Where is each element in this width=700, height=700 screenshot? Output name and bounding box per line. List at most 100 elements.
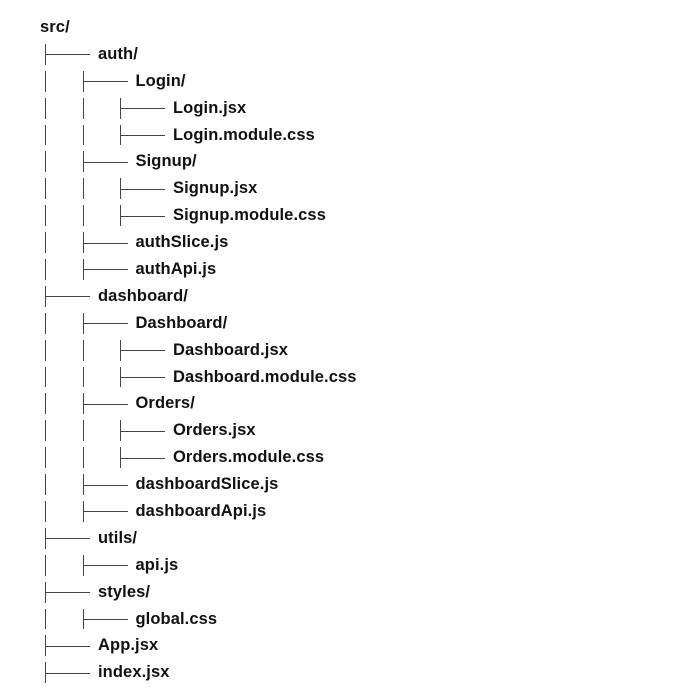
tree-branch-connector-icon bbox=[115, 122, 173, 149]
tree-pipe-line-icon bbox=[78, 444, 116, 471]
tree-item-label: auth/ bbox=[98, 44, 138, 63]
tree-row: api.js bbox=[40, 552, 700, 579]
tree-pipe-line-icon bbox=[40, 229, 78, 256]
tree-branch-connector-icon bbox=[78, 498, 136, 525]
tree-pipe-line-icon bbox=[78, 95, 116, 122]
tree-item-label: styles/ bbox=[98, 582, 151, 601]
tree-branch-connector-icon bbox=[40, 579, 98, 606]
tree-row: Dashboard.jsx bbox=[40, 337, 700, 364]
tree-item-label: Dashboard.jsx bbox=[173, 340, 289, 359]
tree-row: Signup.module.css bbox=[40, 202, 700, 229]
tree-branch-connector-icon bbox=[78, 68, 136, 95]
tree-pipe-line-icon bbox=[40, 337, 78, 364]
tree-item-label: Dashboard.module.css bbox=[173, 367, 357, 386]
tree-item-label: dashboardApi.js bbox=[135, 501, 267, 520]
tree-pipe-line-icon bbox=[78, 175, 116, 202]
tree-pipe-line-icon bbox=[40, 202, 78, 229]
tree-item-label: Dashboard/ bbox=[135, 313, 228, 332]
tree-pipe-line-icon bbox=[40, 148, 78, 175]
tree-branch-connector-icon bbox=[40, 283, 98, 310]
tree-row: auth/ bbox=[40, 41, 700, 68]
tree-branch-connector-icon bbox=[78, 606, 136, 633]
tree-item-label: Login/ bbox=[135, 71, 186, 90]
tree-pipe-line-icon bbox=[78, 364, 116, 391]
tree-row: Orders.jsx bbox=[40, 417, 700, 444]
tree-pipe-line-icon bbox=[40, 175, 78, 202]
tree-row: Orders/ bbox=[40, 390, 700, 417]
tree-row: dashboard/ bbox=[40, 283, 700, 310]
tree-branch-connector-icon bbox=[78, 310, 136, 337]
tree-row: Orders.module.css bbox=[40, 444, 700, 471]
tree-pipe-line-icon bbox=[40, 256, 78, 283]
tree-pipe-line-icon bbox=[40, 310, 78, 337]
tree-branch-connector-icon bbox=[115, 444, 173, 471]
tree-branch-connector-icon bbox=[115, 175, 173, 202]
tree-pipe-line-icon bbox=[40, 417, 78, 444]
tree-pipe-line-icon bbox=[40, 95, 78, 122]
tree-row: dashboardSlice.js bbox=[40, 471, 700, 498]
tree-item-label: Signup.jsx bbox=[173, 179, 258, 198]
tree-pipe-line-icon bbox=[40, 552, 78, 579]
tree-row: Signup/ bbox=[40, 148, 700, 175]
tree-pipe-line-icon bbox=[40, 471, 78, 498]
tree-row: Dashboard.module.css bbox=[40, 364, 700, 391]
tree-item-label: utils/ bbox=[98, 528, 138, 547]
tree-row: App.jsx bbox=[40, 632, 700, 659]
tree-branch-connector-icon bbox=[115, 364, 173, 391]
tree-pipe-line-icon bbox=[78, 202, 116, 229]
tree-item-label: authApi.js bbox=[135, 259, 217, 278]
tree-pipe-line-icon bbox=[78, 122, 116, 149]
tree-item-label: dashboardSlice.js bbox=[135, 475, 279, 494]
tree-pipe-line-icon bbox=[40, 390, 78, 417]
tree-pipe-line-icon bbox=[40, 606, 78, 633]
tree-item-label: authSlice.js bbox=[135, 233, 229, 252]
tree-pipe-line-icon bbox=[40, 444, 78, 471]
tree-item-label: Login.module.css bbox=[173, 125, 315, 144]
tree-branch-connector-icon bbox=[78, 471, 136, 498]
tree-branch-connector-icon bbox=[78, 256, 136, 283]
tree-row: utils/ bbox=[40, 525, 700, 552]
tree-item-label: Signup.module.css bbox=[173, 206, 326, 225]
tree-branch-connector-icon bbox=[40, 41, 98, 68]
tree-item-label: index.jsx bbox=[98, 663, 170, 682]
tree-item-label: Signup/ bbox=[135, 152, 197, 171]
tree-pipe-line-icon bbox=[40, 364, 78, 391]
tree-item-label: Login.jsx bbox=[173, 98, 247, 117]
tree-pipe-line-icon bbox=[40, 498, 78, 525]
tree-branch-connector-icon bbox=[115, 202, 173, 229]
tree-branch-connector-icon bbox=[78, 229, 136, 256]
tree-row: index.jsx bbox=[40, 659, 700, 686]
tree-branch-connector-icon bbox=[115, 337, 173, 364]
tree-row: authSlice.js bbox=[40, 229, 700, 256]
tree-item-label: api.js bbox=[135, 555, 179, 574]
tree-branch-connector-icon bbox=[40, 525, 98, 552]
tree-row: Dashboard/ bbox=[40, 310, 700, 337]
tree-item-label: App.jsx bbox=[98, 636, 159, 655]
tree-pipe-line-icon bbox=[40, 122, 78, 149]
tree-row: authApi.js bbox=[40, 256, 700, 283]
tree-item-label: src/ bbox=[40, 17, 70, 36]
tree-branch-connector-icon bbox=[40, 632, 98, 659]
tree-row: dashboardApi.js bbox=[40, 498, 700, 525]
tree-item-label: Orders.module.css bbox=[173, 448, 325, 467]
tree-item-label: Orders/ bbox=[135, 394, 195, 413]
tree-item-label: global.css bbox=[135, 609, 218, 628]
tree-item-label: Orders.jsx bbox=[173, 421, 256, 440]
tree-branch-connector-icon bbox=[115, 417, 173, 444]
tree-branch-connector-icon bbox=[78, 390, 136, 417]
tree-row: global.css bbox=[40, 606, 700, 633]
tree-pipe-line-icon bbox=[40, 68, 78, 95]
tree-row: Login/ bbox=[40, 68, 700, 95]
tree-row: src/ bbox=[40, 14, 700, 41]
tree-item-label: dashboard/ bbox=[98, 286, 188, 305]
tree-row: styles/ bbox=[40, 579, 700, 606]
tree-row: Signup.jsx bbox=[40, 175, 700, 202]
tree-branch-connector-icon bbox=[78, 148, 136, 175]
tree-branch-connector-icon bbox=[40, 659, 98, 686]
tree-pipe-line-icon bbox=[78, 417, 116, 444]
tree-row: Login.jsx bbox=[40, 95, 700, 122]
tree-branch-connector-icon bbox=[78, 552, 136, 579]
tree-pipe-line-icon bbox=[78, 337, 116, 364]
tree-branch-connector-icon bbox=[115, 95, 173, 122]
